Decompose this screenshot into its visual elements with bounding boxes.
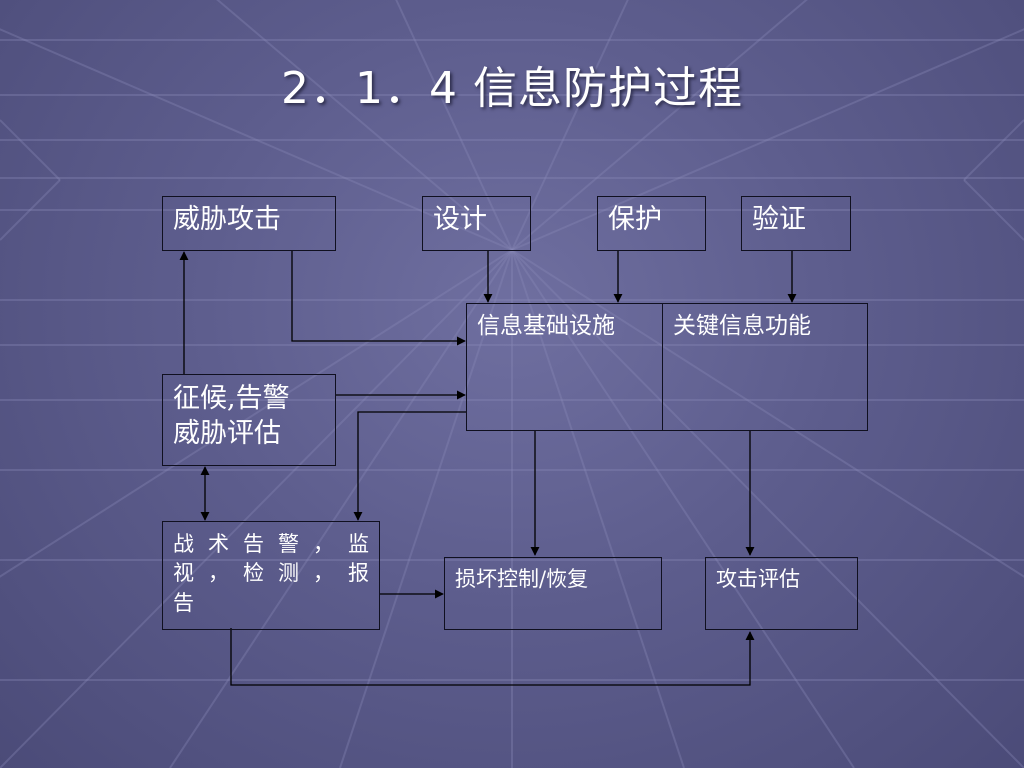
node-warning-line-1: 征候,告警 <box>173 383 290 414</box>
node-damage-control: 损坏控制/恢复 <box>444 557 662 630</box>
node-verify: 验证 <box>741 196 851 251</box>
node-warning-assessment: 征候,告警 威胁评估 <box>162 374 336 466</box>
node-damage-control-label: 损坏控制/恢复 <box>455 567 589 591</box>
node-info-infrastructure: 信息基础设施 <box>466 303 663 431</box>
node-threat-attack: 威胁攻击 <box>162 196 336 251</box>
slide-title: 2．1．4 信息防护过程 <box>281 63 743 114</box>
arrow-threat-to-infrastructure <box>291 250 466 346</box>
node-info-infrastructure-label: 信息基础设施 <box>477 313 615 339</box>
node-protect-label: 保护 <box>608 204 662 235</box>
node-tactical-line-3: 告 <box>173 590 196 615</box>
node-protect: 保护 <box>597 196 706 251</box>
node-verify-label: 验证 <box>752 204 806 235</box>
node-attack-assessment: 攻击评估 <box>705 557 858 630</box>
node-attack-assessment-label: 攻击评估 <box>716 567 800 591</box>
node-design-label: 设计 <box>433 204 487 235</box>
node-tactical-line-2: 视，检测，报 <box>173 561 371 586</box>
node-tactical-warning: 战术告警，监 视，检测，报 告 <box>162 521 380 630</box>
arrow-tactical-to-attack-assessment <box>230 628 755 686</box>
node-tactical-line-1: 战术告警，监 <box>173 532 371 556</box>
node-threat-attack-label: 威胁攻击 <box>173 204 281 235</box>
node-design: 设计 <box>422 196 531 251</box>
node-key-info-functions-label: 关键信息功能 <box>673 313 811 339</box>
arrow-infrastructure-to-tactical <box>353 411 466 521</box>
node-warning-line-2: 威胁评估 <box>173 418 281 450</box>
node-key-info-functions: 关键信息功能 <box>662 303 868 431</box>
